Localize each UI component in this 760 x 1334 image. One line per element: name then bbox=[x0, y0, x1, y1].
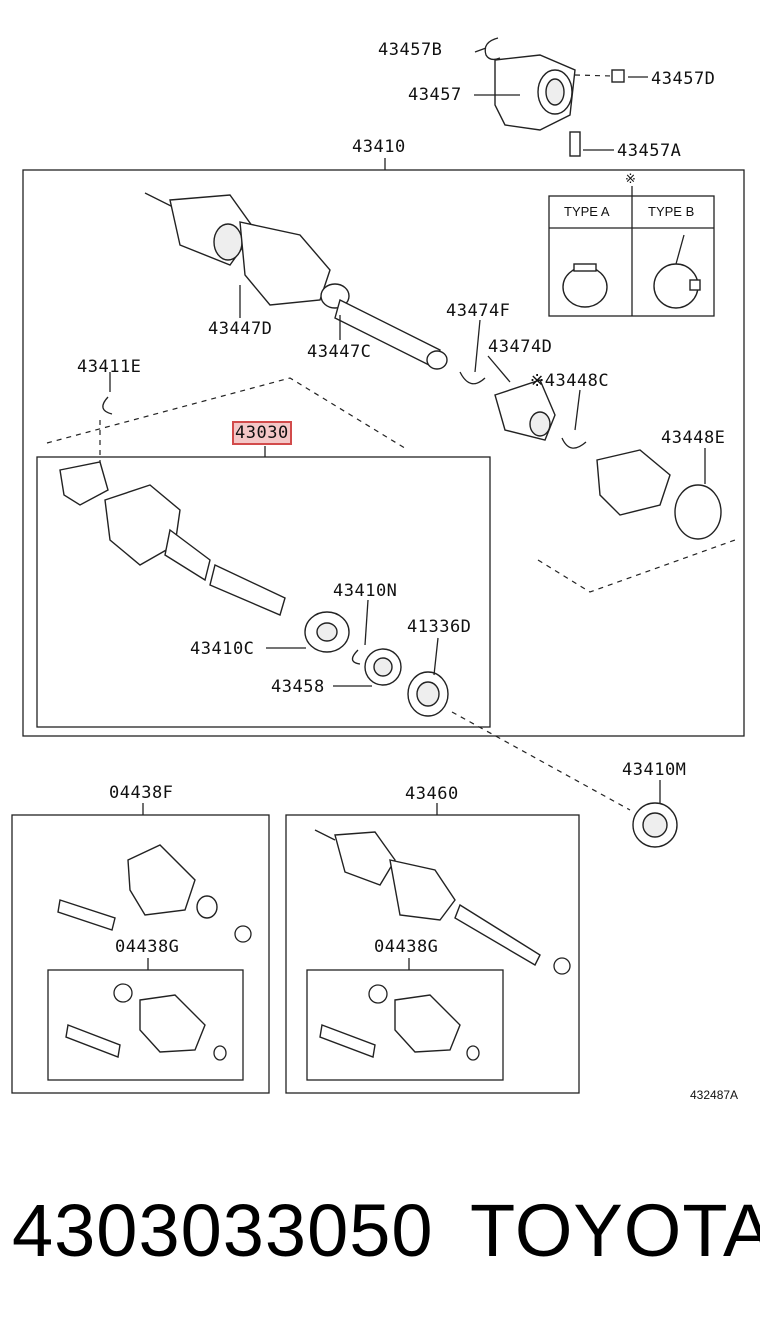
callout-43457D[interactable]: 43457D bbox=[651, 69, 716, 89]
diagram-code: 432487A bbox=[690, 1088, 739, 1102]
callout-43410M[interactable]: 43410M bbox=[622, 760, 687, 780]
assembly-frame-43410 bbox=[22, 169, 745, 737]
callout-43474F[interactable]: 43474F bbox=[446, 301, 511, 321]
callout-04438G-right[interactable]: 04438G bbox=[374, 937, 439, 957]
type-a-label: TYPE A bbox=[564, 204, 610, 219]
callout-43411E[interactable]: 43411E bbox=[77, 357, 142, 377]
callout-43457B[interactable]: 43457B bbox=[378, 40, 443, 60]
kit-frame-04438F bbox=[11, 814, 270, 1094]
callout-43447C[interactable]: 43447C bbox=[307, 342, 372, 362]
callout-43457A[interactable]: 43457A bbox=[617, 141, 682, 161]
callout-41336D[interactable]: 41336D bbox=[407, 617, 472, 637]
callout-43447D[interactable]: 43447D bbox=[208, 319, 273, 339]
callout-43448E[interactable]: 43448E bbox=[661, 428, 726, 448]
callout-43474D[interactable]: 43474D bbox=[488, 337, 553, 357]
type-b-label: TYPE B bbox=[648, 204, 695, 219]
callout-43410N[interactable]: 43410N bbox=[333, 581, 398, 601]
callout-04438G-left[interactable]: 04438G bbox=[115, 937, 180, 957]
assembly-frame-43030 bbox=[36, 456, 491, 728]
callout-43410[interactable]: 43410 bbox=[352, 137, 406, 157]
callout-04438F[interactable]: 04438F bbox=[109, 783, 174, 803]
callout-43410C[interactable]: 43410C bbox=[190, 639, 255, 659]
callout-43448C[interactable]: ※43448C bbox=[530, 371, 610, 391]
callout-43458[interactable]: 43458 bbox=[271, 677, 325, 697]
kit-frame-43460 bbox=[285, 814, 580, 1094]
callout-43030-highlighted[interactable]: 43030 bbox=[232, 421, 292, 445]
brand-name: TOYOTA bbox=[470, 1189, 760, 1272]
type-note-mark: ※ bbox=[625, 171, 636, 186]
part-number: 4303033050 bbox=[12, 1189, 434, 1272]
callout-43460[interactable]: 43460 bbox=[405, 784, 459, 804]
callout-43457[interactable]: 43457 bbox=[408, 85, 462, 105]
